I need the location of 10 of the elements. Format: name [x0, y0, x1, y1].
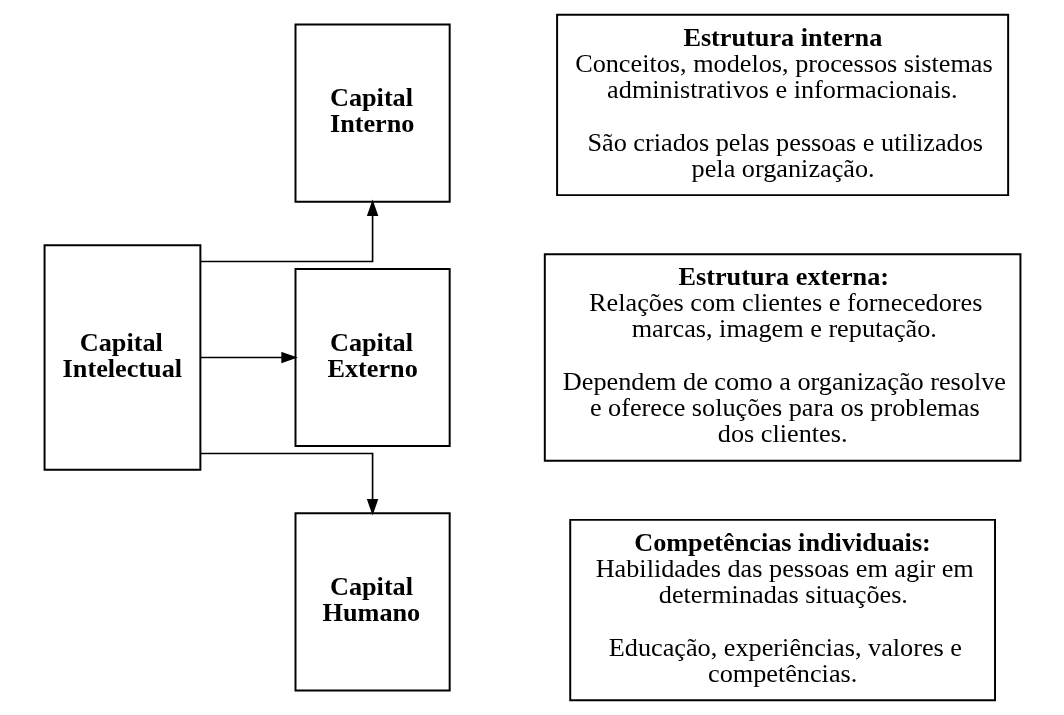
node-box: Capital Externo — [294, 267, 451, 448]
node-box: Capital Humano — [294, 512, 451, 692]
node-box: Capital Interno — [294, 23, 451, 203]
node-box: Competências individuais: Habilidades das pessoas em agir em determinadas situações. Educação, experiências, valores e competências. — [568, 518, 996, 702]
node-box: Estrutura interna Conceitos, modelos, processos sistemas administrativos e informacionais. São criados pelas pessoas e utilizados pela organização. — [555, 13, 1009, 197]
arrow — [199, 452, 378, 516]
node-box: Estrutura externa: Relações com clientes e fornecedores marcas, imagem e reputação. Dependem de como a organização resolve e oferece soluções para os problemas dos clientes. — [543, 253, 1021, 462]
arrow — [199, 351, 298, 364]
node-box: Capital Intelectual — [43, 244, 201, 471]
arrow — [199, 199, 378, 263]
